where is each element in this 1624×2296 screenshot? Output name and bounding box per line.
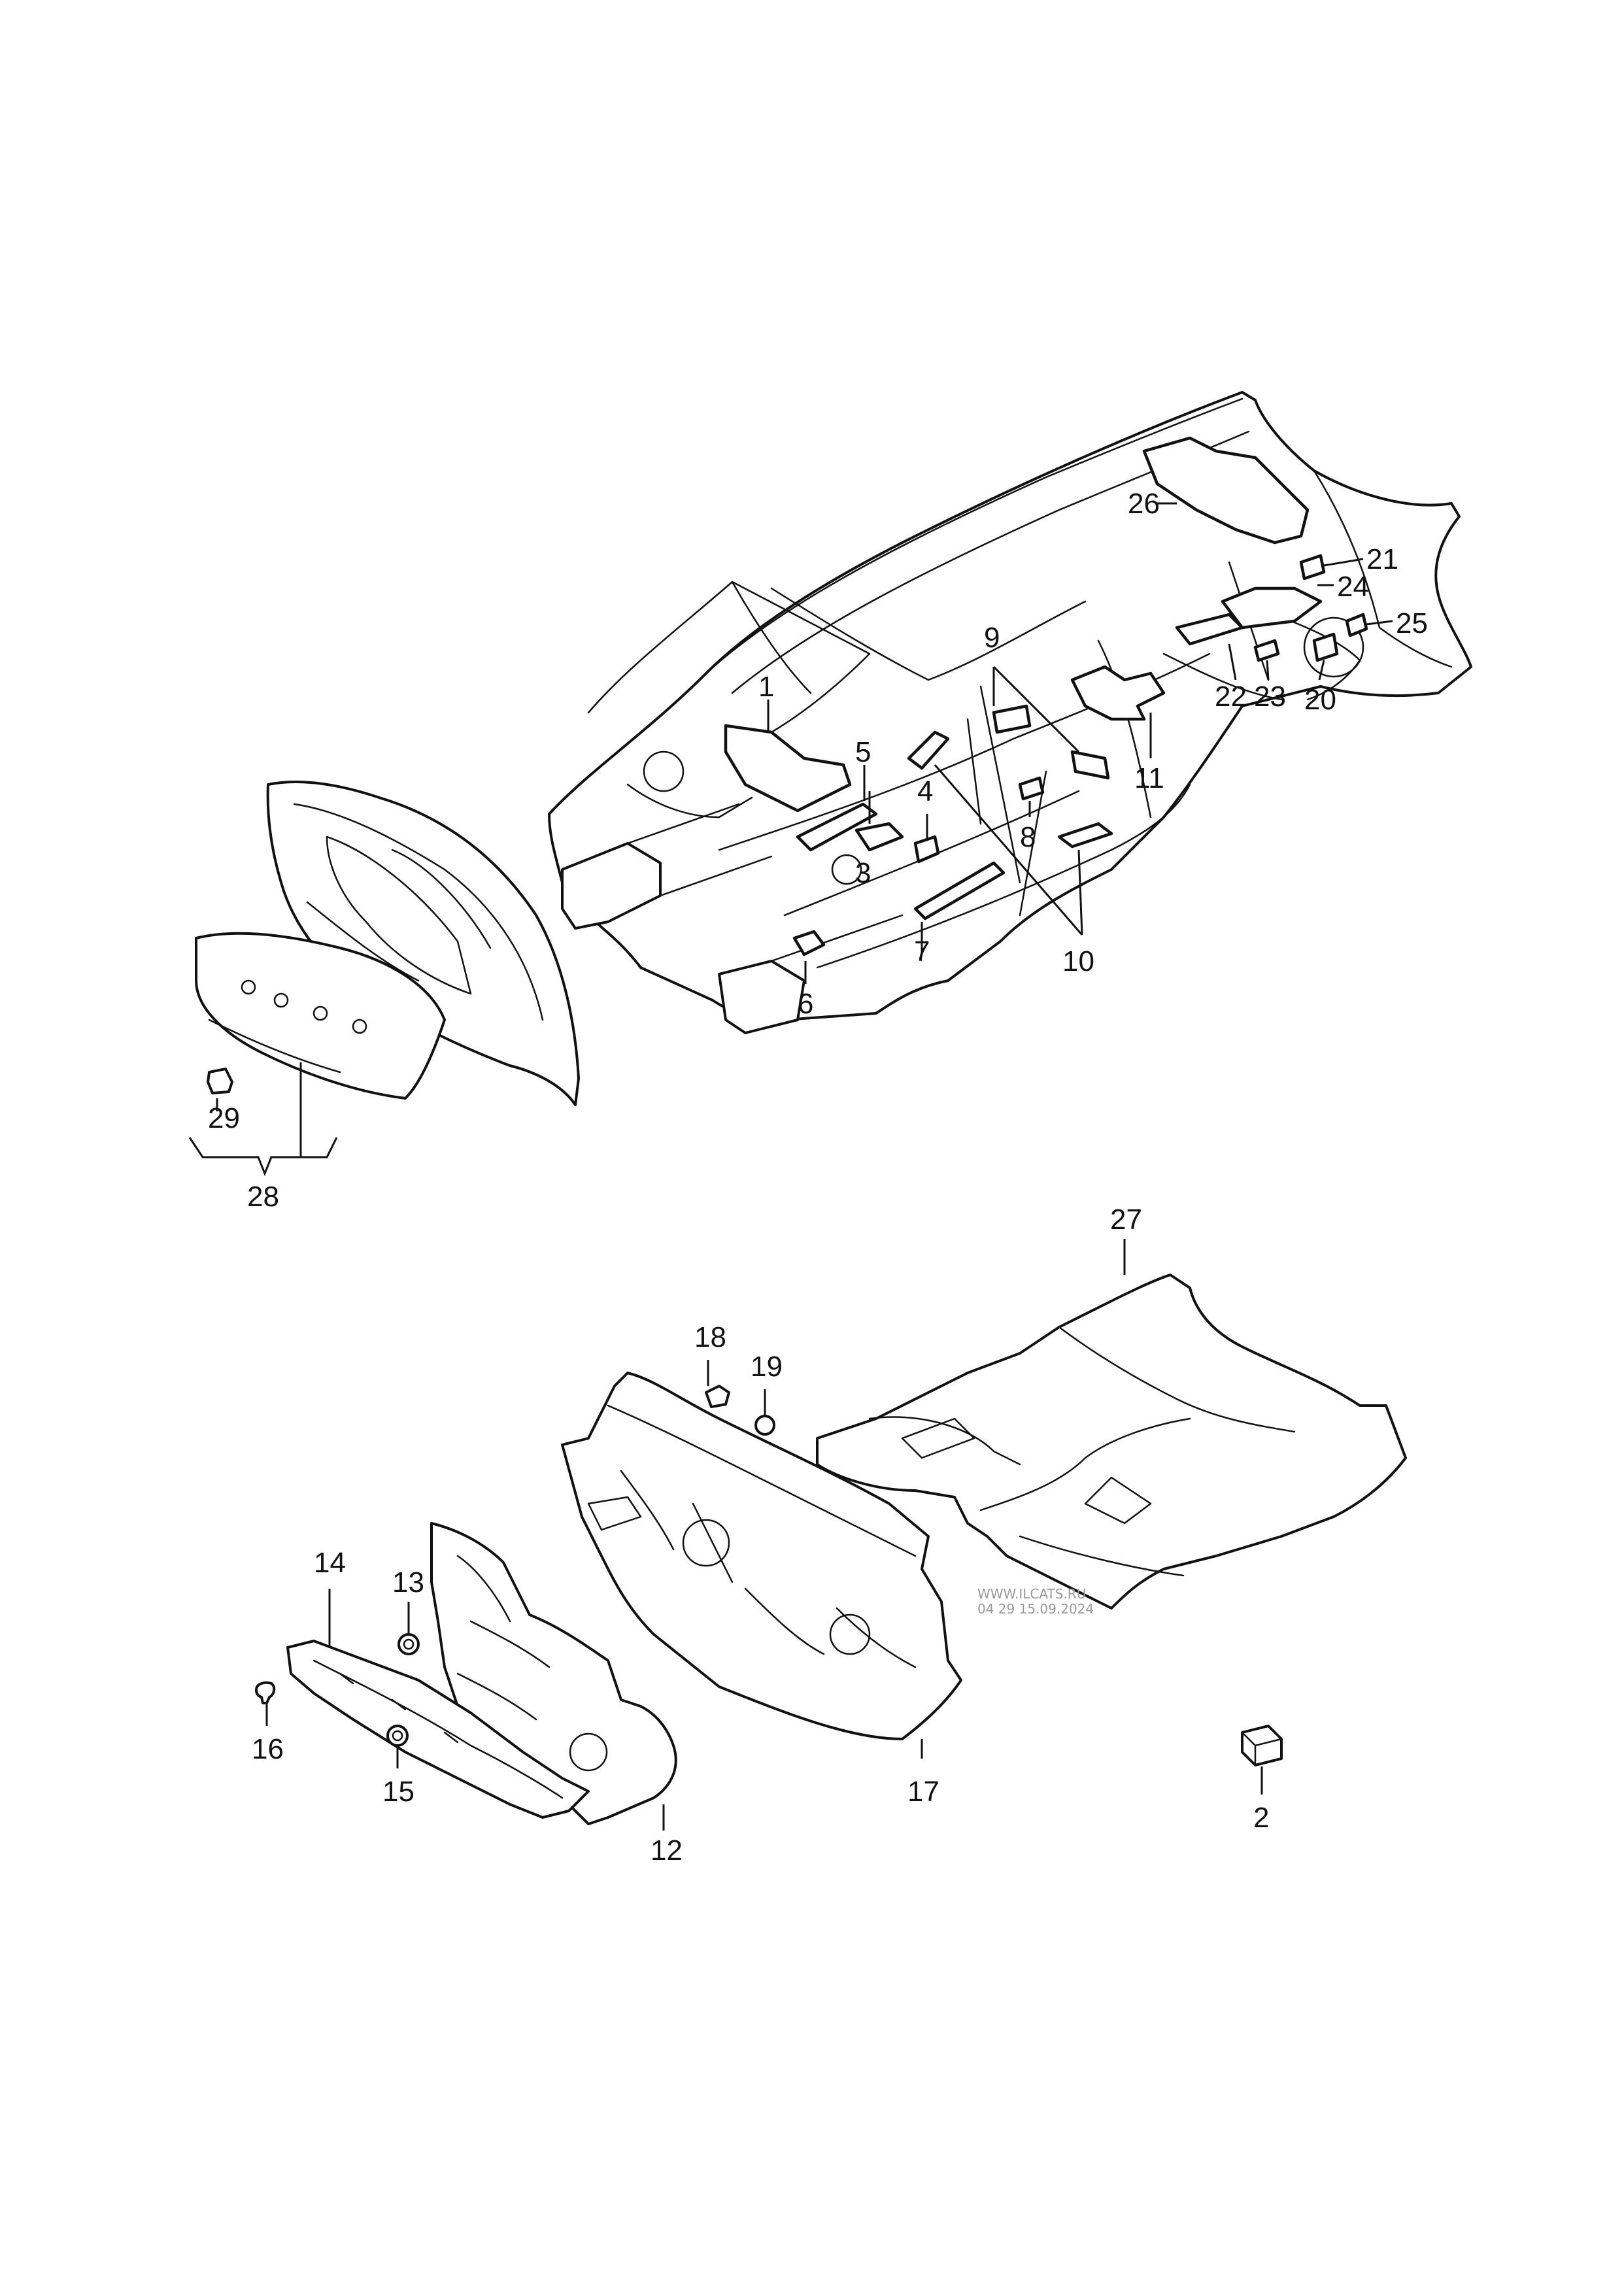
callout-18[interactable]: 18 [694,1321,726,1353]
pad-24 [1221,586,1323,630]
callout-25[interactable]: 25 [1396,607,1428,639]
pad-8 [1018,776,1045,801]
pad-7 [913,861,1006,920]
watermark-line-1: WWW.ILCATS.RU [977,1586,1086,1602]
callout-17[interactable]: 17 [907,1776,939,1808]
callout-3[interactable]: 3 [855,857,871,889]
callout-12[interactable]: 12 [651,1834,683,1866]
watermark: WWW.ILCATS.RU 04 29 15.09.2024 [977,1586,1094,1617]
pad-9a [992,704,1032,734]
callout-26[interactable]: 26 [1128,488,1160,520]
pad-23 [1253,639,1280,662]
callout-16[interactable]: 16 [252,1733,284,1765]
callout-28[interactable]: 28 [247,1181,279,1213]
callout-19[interactable]: 19 [751,1351,783,1383]
clip-19 [754,1415,775,1436]
car-body-shell [548,391,1472,1034]
pad-26 [1142,436,1310,545]
callout-7[interactable]: 7 [914,936,930,968]
nut-13 [398,1633,420,1655]
pad-10a [907,730,950,770]
leader-lines [188,502,1393,1831]
callout-29[interactable]: 29 [208,1102,240,1134]
watermark-line-2: 04 29 15.09.2024 [977,1601,1094,1617]
nut-15 [386,1725,409,1747]
pad-6 [792,930,826,956]
pad-10b [1057,822,1113,849]
clip-29 [207,1068,233,1094]
pad-4 [913,835,940,864]
clip-18 [705,1385,730,1408]
fasteners [255,1633,420,1747]
callout-8[interactable]: 8 [1020,821,1036,853]
cowl-insulation-14 [286,1640,590,1819]
pad-20 [1312,632,1339,662]
callout-11[interactable]: 11 [1134,762,1164,794]
pin-16 [255,1681,276,1704]
part-2-pad [1241,1725,1283,1766]
callout-5[interactable]: 5 [855,736,871,768]
callout-14[interactable]: 14 [314,1547,346,1579]
callout-6[interactable]: 6 [798,988,813,1020]
firewall-insulation-17 [561,1372,962,1740]
pad-9b [1070,750,1110,780]
pad-21 [1299,554,1326,581]
clips-18-19 [705,1385,775,1436]
pad-11 [1070,665,1166,721]
callout-9[interactable]: 9 [984,622,1000,654]
callout-15[interactable]: 15 [382,1776,414,1808]
callout-2[interactable]: 2 [1253,1802,1269,1834]
callout-21[interactable]: 21 [1366,543,1398,575]
floor-carpet-27 [816,1274,1407,1610]
callout-27[interactable]: 27 [1110,1204,1142,1236]
pad-3 [854,822,904,852]
pad-5 [796,802,878,852]
callout-13[interactable]: 13 [392,1566,424,1598]
callout-labels: 1 2 3 4 5 6 7 8 9 10 11 12 13 14 15 16 1… [208,488,1428,1866]
pad-25 [1345,613,1368,637]
callout-23[interactable]: 23 [1254,681,1286,713]
callout-10[interactable]: 10 [1062,945,1094,977]
pad-1 [724,724,852,813]
callout-4[interactable]: 4 [917,775,933,807]
callout-1[interactable]: 1 [758,671,774,703]
callout-20[interactable]: 20 [1304,684,1336,716]
hood-assembly [195,781,580,1106]
callout-22[interactable]: 22 [1215,681,1247,713]
body-insulation-pads [724,436,1368,956]
callout-24[interactable]: 24 [1337,571,1369,603]
